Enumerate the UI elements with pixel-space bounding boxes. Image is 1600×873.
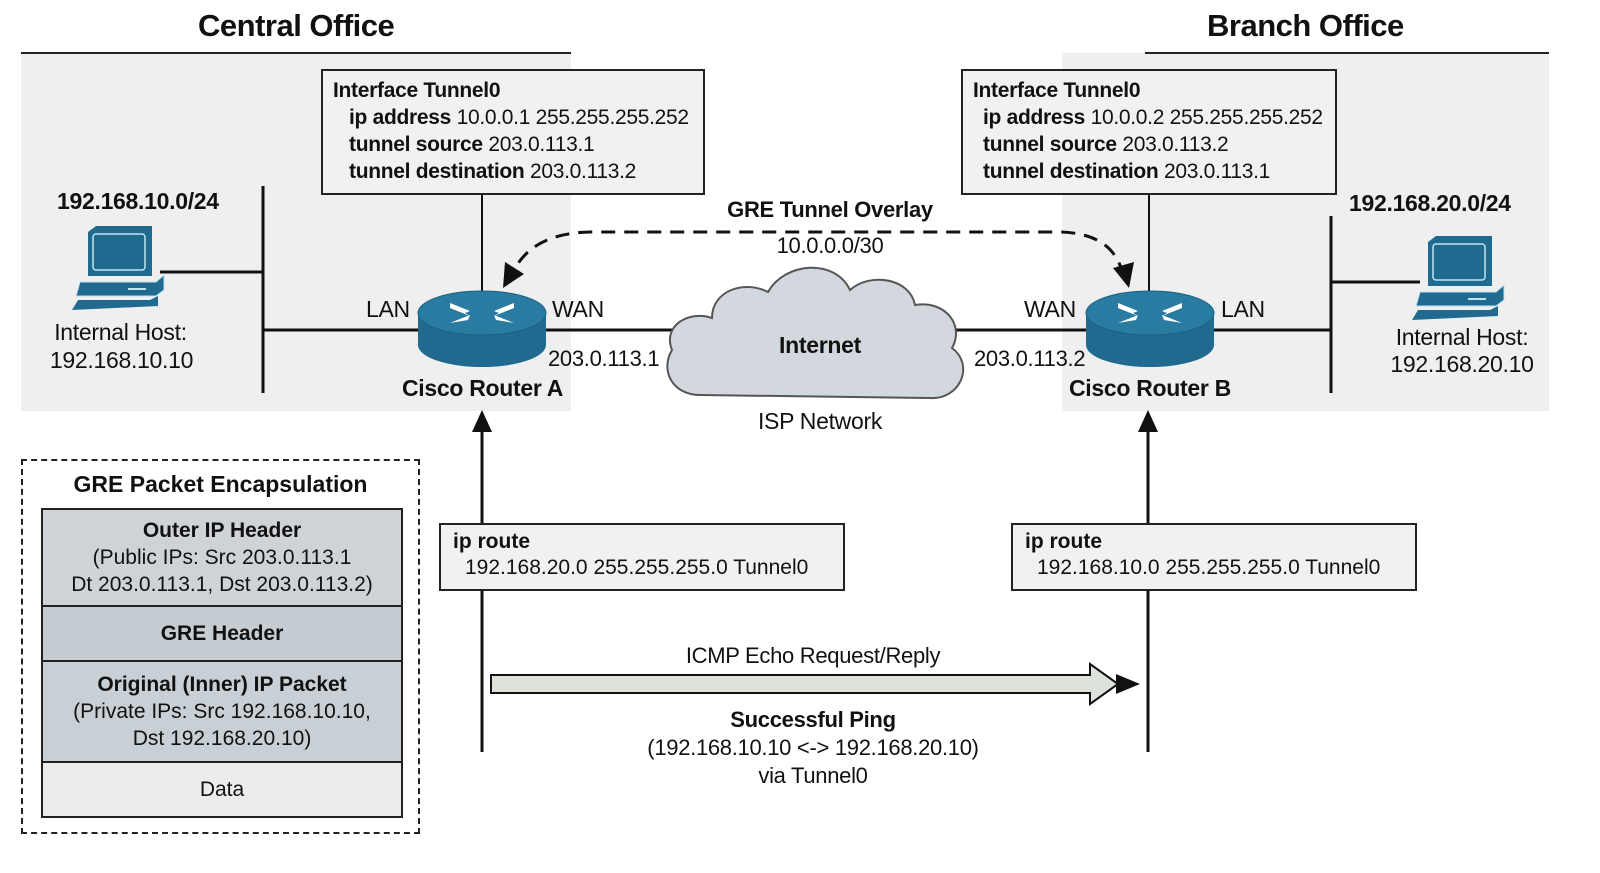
branch-lan-label: LAN xyxy=(1221,296,1265,322)
branch-config-line: tunnel source 203.0.113.2 xyxy=(983,133,1229,156)
gre-tunnel-subnet: 10.0.0.0/30 xyxy=(776,233,884,258)
branch-route-header: ip route xyxy=(1025,530,1102,553)
gre-header-layer: GRE Header xyxy=(41,605,403,662)
gre-tunnel-title: GRE Tunnel Overlay xyxy=(727,197,933,222)
central-config-line: tunnel destination 203.0.113.2 xyxy=(349,160,637,183)
central-lan-label: LAN xyxy=(366,296,410,322)
isp-network-label: ISP Network xyxy=(757,408,883,434)
gre-tunnel-overlay-path xyxy=(506,230,1126,284)
tunnel-arrowhead-b xyxy=(1113,262,1134,288)
central-config-line: tunnel source 203.0.113.1 xyxy=(349,133,595,156)
central-office-underline xyxy=(21,52,571,54)
icmp-arrow xyxy=(490,662,1120,706)
branch-office-underline xyxy=(1145,52,1549,54)
icmp-label: ICMP Echo Request/Reply xyxy=(685,643,941,668)
branch-subnet-label: 192.168.20.0/24 xyxy=(1349,190,1511,216)
branch-config-header: Interface Tunnel0 xyxy=(973,79,1141,102)
branch-route-value: 192.168.10.0 255.255.255.0 Tunnel0 xyxy=(1037,556,1381,579)
branch-config-line: ip address 10.0.0.2 255.255.255.252 xyxy=(983,106,1323,129)
central-tunnel-config-box: Interface Tunnel0 ip address 10.0.0.1 25… xyxy=(321,69,705,195)
router-b-icon xyxy=(1085,290,1215,367)
router-b-label: Cisco Router B xyxy=(1069,375,1231,401)
ping-result-detail: (192.168.10.10 <-> 192.168.20.10) xyxy=(647,735,979,760)
outer-ip-header-layer: Outer IP Header (Public IPs: Src 203.0.1… xyxy=(41,508,403,607)
central-subnet-label: 192.168.10.0/24 xyxy=(57,188,219,214)
central-wan-ip: 203.0.113.1 xyxy=(548,346,660,371)
icmp-arrowhead-tip xyxy=(1116,674,1140,694)
branch-host-label: Internal Host: xyxy=(1395,324,1529,350)
branch-route-box: ip route 192.168.10.0 255.255.255.0 Tunn… xyxy=(1011,523,1417,591)
central-route-header: ip route xyxy=(453,530,530,553)
tunnel-arrowhead-a xyxy=(503,262,524,288)
central-office-title: Central Office xyxy=(198,8,395,43)
central-route-value: 192.168.20.0 255.255.255.0 Tunnel0 xyxy=(465,556,809,579)
internet-label: Internet xyxy=(779,332,861,358)
branch-config-line: tunnel destination 203.0.113.1 xyxy=(983,160,1271,183)
router-a-label: Cisco Router A xyxy=(402,375,564,401)
central-wan-label: WAN xyxy=(552,296,604,322)
branch-up-arrowhead xyxy=(1138,410,1158,432)
branch-wan-ip: 203.0.113.2 xyxy=(974,346,1086,371)
inner-ip-packet-layer: Original (Inner) IP Packet (Private IPs:… xyxy=(41,660,403,763)
central-host-label: Internal Host: xyxy=(54,319,187,345)
branch-wan-label: WAN xyxy=(1024,296,1076,322)
ping-result-via: via Tunnel0 xyxy=(758,763,868,788)
branch-tunnel-config-box: Interface Tunnel0 ip address 10.0.0.2 25… xyxy=(961,69,1337,195)
central-config-line: ip address 10.0.0.1 255.255.255.252 xyxy=(349,106,689,129)
encapsulation-title: GRE Packet Encapsulation xyxy=(73,471,368,497)
branch-host-ip: 192.168.20.10 xyxy=(1390,351,1534,377)
central-config-header: Interface Tunnel0 xyxy=(333,79,501,102)
router-a-icon xyxy=(417,290,547,367)
central-route-box: ip route 192.168.20.0 255.255.255.0 Tunn… xyxy=(439,523,845,591)
ping-result-title: Successful Ping xyxy=(730,707,896,732)
branch-host-computer-icon xyxy=(1412,236,1505,320)
branch-office-title: Branch Office xyxy=(1207,8,1404,43)
central-up-arrowhead xyxy=(472,410,492,432)
central-host-ip: 192.168.10.10 xyxy=(49,347,194,373)
gre-encapsulation-panel: GRE Packet Encapsulation Outer IP Header… xyxy=(21,459,420,834)
data-layer: Data xyxy=(41,761,403,818)
internet-cloud xyxy=(666,266,965,400)
central-host-computer-icon xyxy=(72,226,165,310)
